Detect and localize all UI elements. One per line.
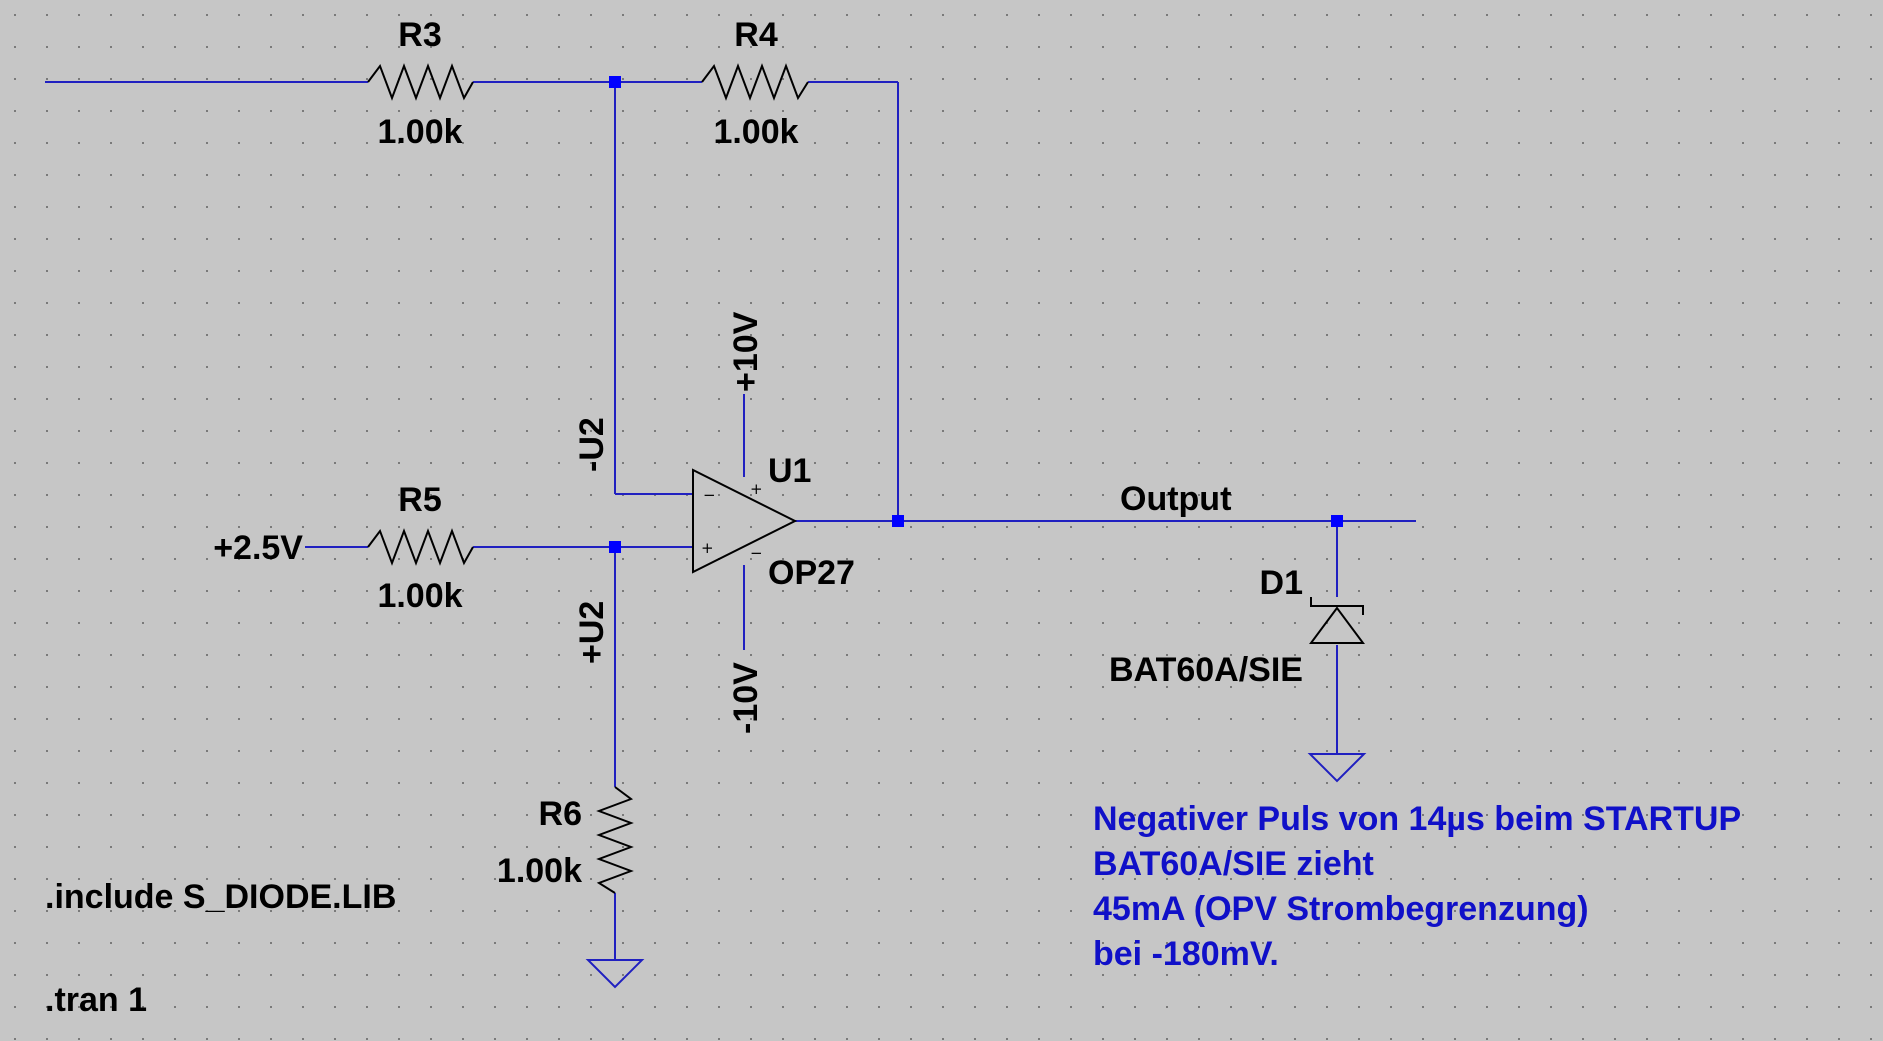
junction-dot bbox=[609, 76, 621, 88]
junction-dot bbox=[609, 541, 621, 553]
net-label-vneg: -10V bbox=[727, 662, 765, 734]
net-label-inverting: -U2 bbox=[573, 417, 611, 472]
spice-directive-tran[interactable]: .tran 1 bbox=[45, 981, 147, 1019]
diode-d1[interactable]: D1 BAT60A/SIE bbox=[1109, 564, 1365, 689]
opamp-supply-minus-pin: − bbox=[750, 544, 763, 562]
r6-name: R6 bbox=[539, 795, 582, 833]
resistor-r4[interactable]: R4 1.00k bbox=[701, 16, 809, 151]
resistor-r5[interactable]: R5 1.00k bbox=[367, 481, 474, 615]
resistor-r3[interactable]: R3 1.00k bbox=[367, 16, 474, 151]
comment-line: bei -180mV. bbox=[1093, 935, 1279, 973]
r5-value: 1.00k bbox=[377, 577, 462, 615]
junction-dot bbox=[1331, 515, 1343, 527]
r3-name: R3 bbox=[398, 16, 441, 54]
net-label-source: +2.5V bbox=[213, 529, 303, 567]
opamp-u1[interactable]: − + + − U1 OP27 bbox=[692, 452, 855, 592]
comment-line: BAT60A/SIE zieht bbox=[1093, 845, 1374, 883]
u1-name: U1 bbox=[768, 452, 811, 490]
net-label-vpos: +10V bbox=[727, 311, 765, 392]
r6-value: 1.00k bbox=[497, 852, 582, 890]
d1-model: BAT60A/SIE bbox=[1109, 651, 1303, 689]
net-label-noninverting: +U2 bbox=[573, 601, 611, 664]
ground-symbol-d1 bbox=[1307, 753, 1367, 783]
spice-directive-include[interactable]: .include S_DIODE.LIB bbox=[45, 878, 396, 916]
r4-name: R4 bbox=[734, 16, 778, 54]
ground-symbol-r6 bbox=[585, 959, 645, 989]
opamp-minus-pin: − bbox=[703, 486, 716, 504]
r5-name: R5 bbox=[398, 481, 441, 519]
opamp-supply-plus-pin: + bbox=[750, 480, 763, 498]
r4-value: 1.00k bbox=[713, 113, 798, 151]
comment-line: Negativer Puls von 14µs beim STARTUP bbox=[1093, 800, 1741, 838]
d1-name: D1 bbox=[1260, 564, 1303, 602]
net-label-output: Output bbox=[1120, 480, 1231, 518]
r3-value: 1.00k bbox=[377, 113, 462, 151]
comment-line: 45mA (OPV Strombegrenzung) bbox=[1093, 890, 1589, 928]
u1-model: OP27 bbox=[768, 554, 855, 592]
resistor-r6[interactable]: R6 1.00k bbox=[497, 786, 634, 894]
comment-block[interactable]: Negativer Puls von 14µs beim STARTUP BAT… bbox=[1093, 800, 1741, 973]
opamp-plus-pin: + bbox=[701, 539, 714, 557]
junction-dot bbox=[892, 515, 904, 527]
